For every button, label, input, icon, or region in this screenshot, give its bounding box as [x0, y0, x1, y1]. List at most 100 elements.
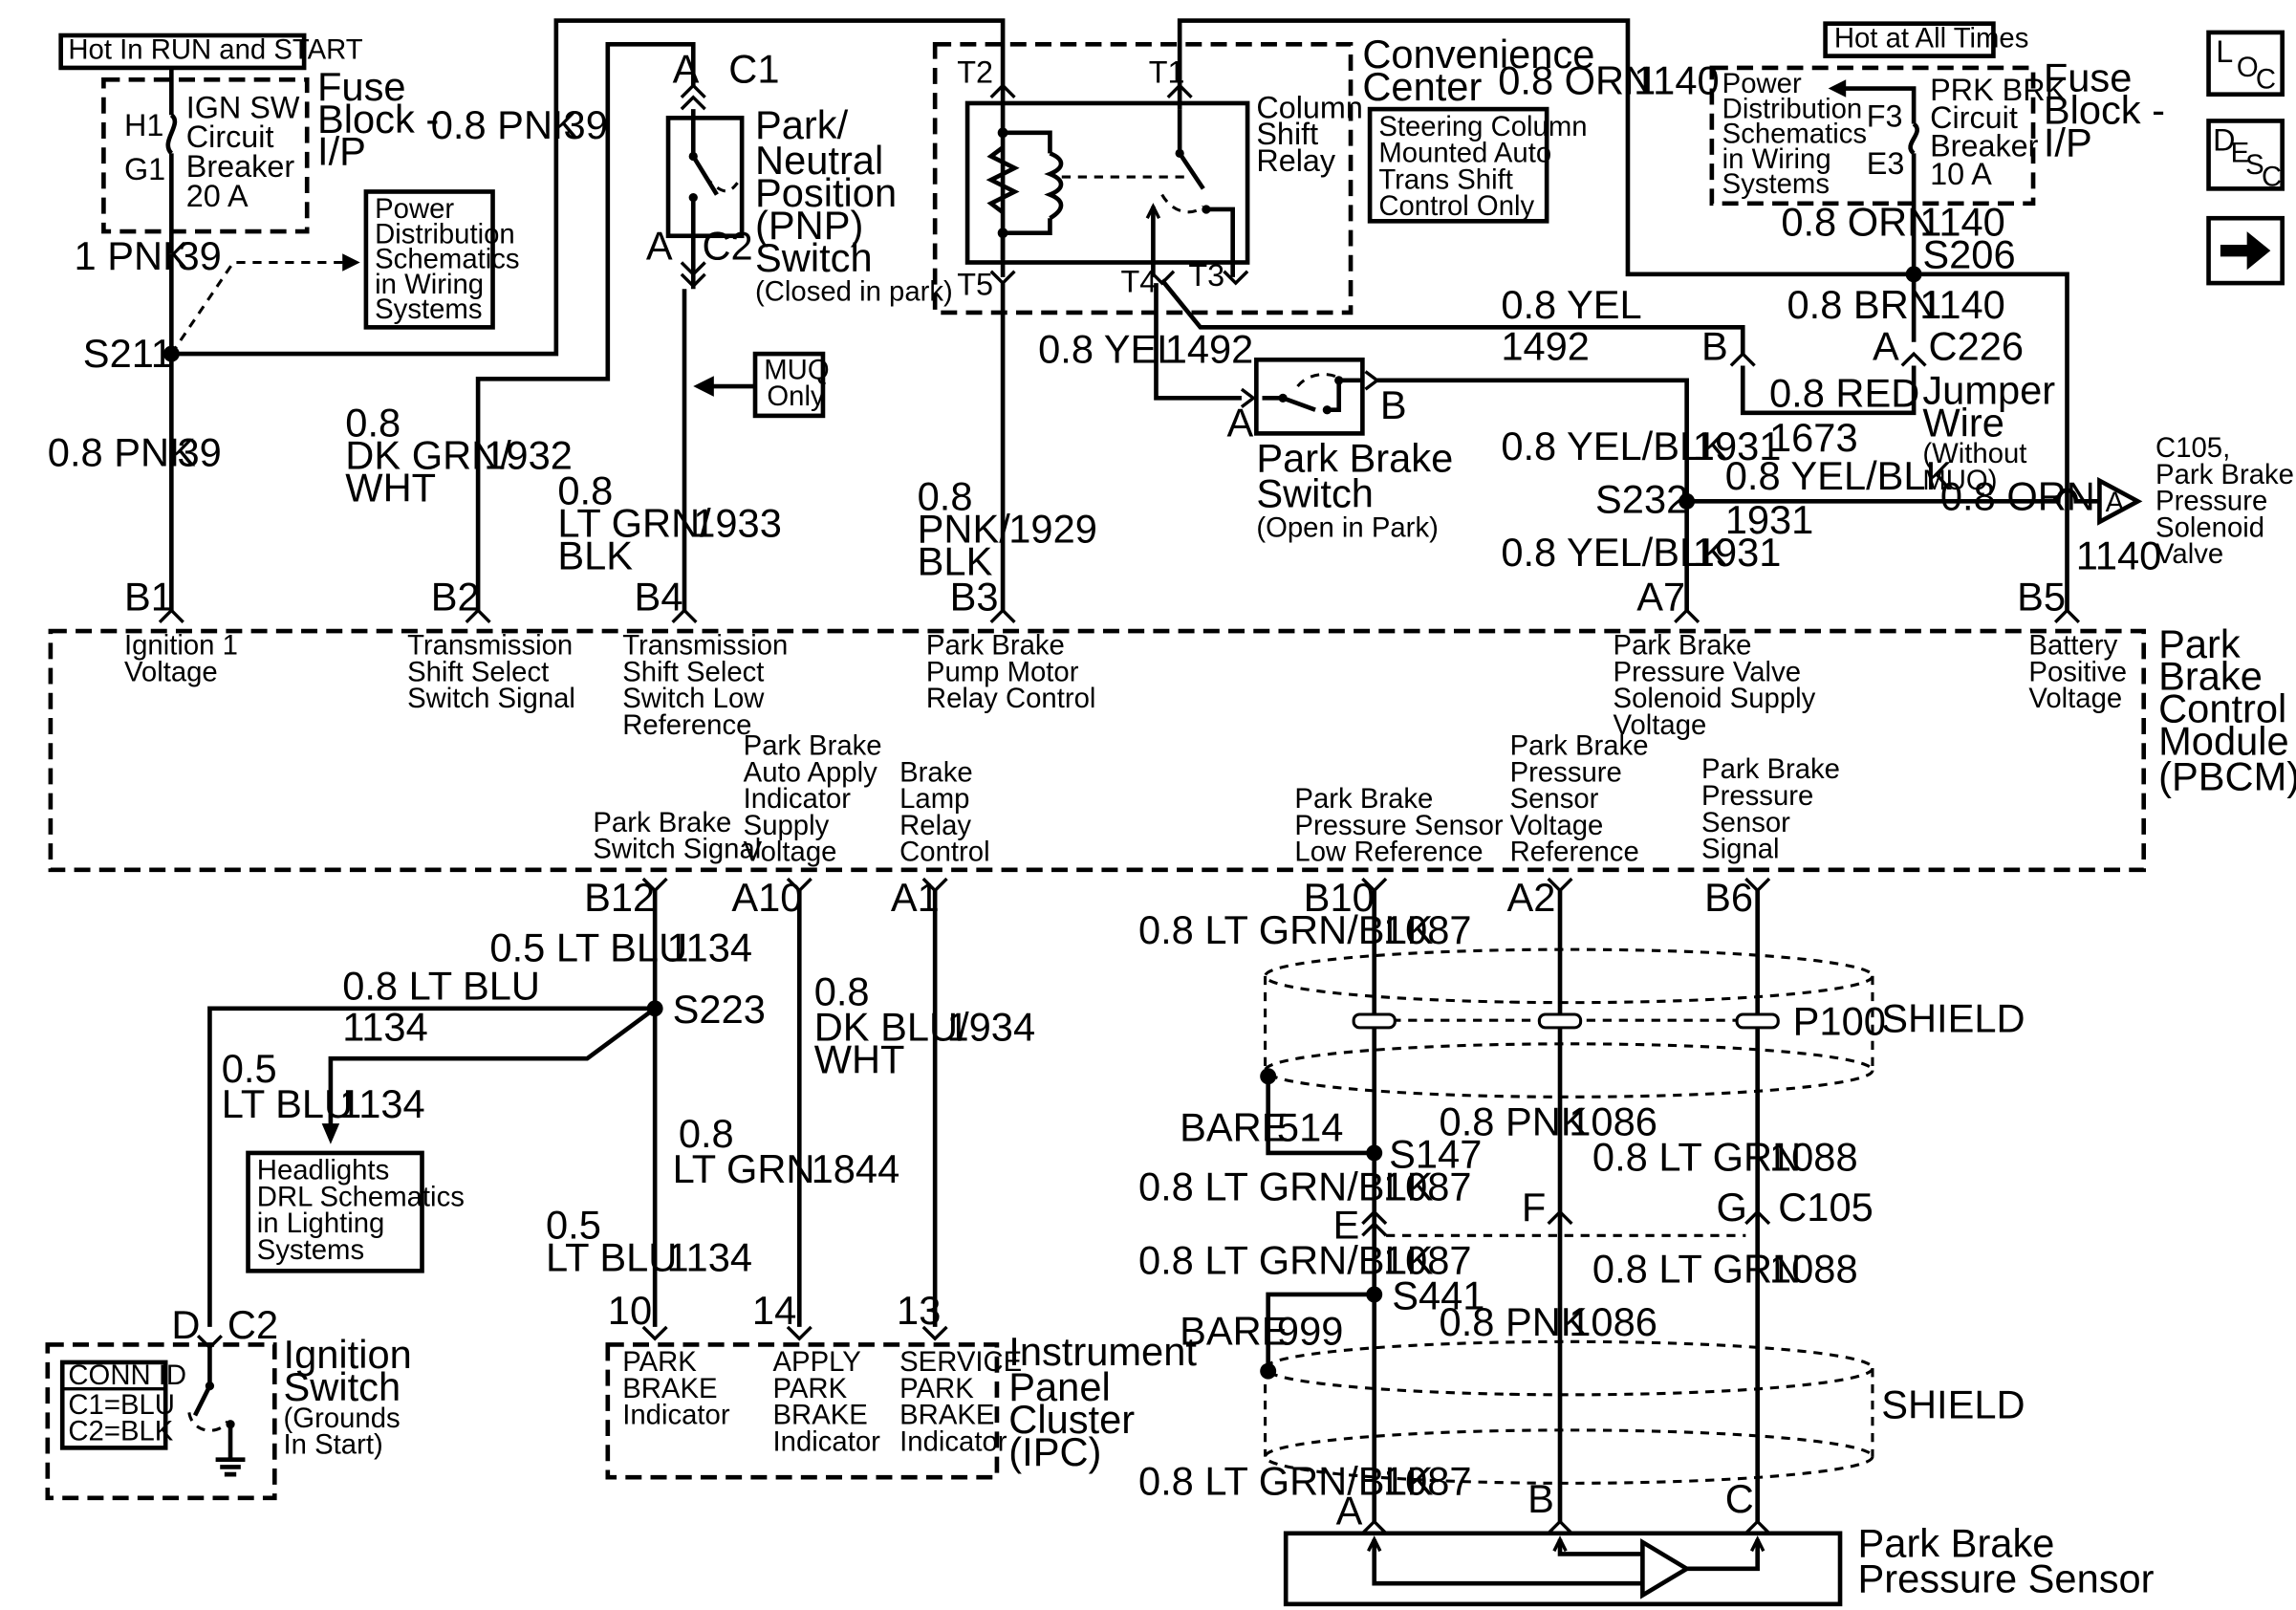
ipc-pin-10: 10 — [608, 1288, 652, 1333]
wire-1844-color: LT GRN — [673, 1146, 815, 1191]
pin-b3-desc-3: Relay Control — [926, 683, 1095, 714]
pnp-title-2: Neutral — [755, 138, 883, 183]
steering-note-1: Steering Column — [1378, 111, 1587, 142]
ipc-ind-service-2: PARK — [899, 1373, 974, 1404]
wire-1086-b-color: 0.8 PNK — [1440, 1299, 1588, 1344]
pin-b5-desc-2: Positive — [2028, 656, 2127, 687]
ign-c2: C2 — [227, 1302, 278, 1347]
pbs-title-1: Park Brake — [1256, 435, 1453, 480]
hot-all-times-label: Hot at All Times — [1834, 22, 2029, 54]
conn-id-box — [59, 1360, 168, 1450]
c105-ref-5: Valve — [2155, 538, 2223, 570]
nav-desc-button[interactable]: D E S C — [2206, 119, 2285, 192]
wire-1492 — [1159, 278, 1745, 355]
pin-a10-desc-3: Indicator — [744, 783, 852, 815]
ipc-ind-service-1: SERVICE — [899, 1346, 1022, 1378]
wire-1932-color-2: WHT — [345, 465, 436, 510]
pin-a1-desc-1: Brake — [899, 756, 973, 788]
desc-letter-s: S — [2245, 149, 2264, 181]
splice-s232-label: S232 — [1595, 477, 1688, 522]
c105-connectors — [1361, 1209, 1771, 1237]
pnp-pin-a-bot: A — [646, 223, 673, 268]
wire-1931-a-num: 1931 — [1693, 424, 1782, 468]
pbcm-title-5: (PBCM) — [2158, 754, 2296, 799]
pnp-title-3: Position — [755, 170, 897, 215]
steering-note-box — [1367, 106, 1549, 224]
wire-39-mid-num: 39 — [178, 429, 222, 474]
wire-999-num: 999 — [1277, 1308, 1343, 1353]
pbcm-pin-b2: B2 — [431, 574, 480, 619]
ign-switch-contact — [192, 1347, 233, 1460]
power-dist-right-3: Schematics — [1722, 119, 1867, 150]
right-arrow-icon — [2220, 231, 2271, 271]
pin-a7-desc-4: Voltage — [1614, 709, 1707, 741]
wire-1140-mid-color: 0.8 ORN — [1781, 200, 1936, 245]
wire-1934-size: 0.8 — [814, 969, 870, 1014]
pbcm-title-1: Park — [2158, 621, 2241, 666]
pbcm-pin-b5: B5 — [2017, 574, 2066, 619]
power-dist-left-5: Systems — [375, 294, 482, 325]
pnp-title-1: Park/ — [755, 102, 849, 147]
pnp-title-4: (PNP) — [755, 203, 863, 248]
nav-next-button[interactable] — [2206, 215, 2285, 286]
pbs-linkage — [1296, 373, 1343, 388]
convenience-center-box — [932, 41, 1354, 315]
steering-note-3: Trans Shift — [1378, 163, 1513, 195]
wire-1087-d-num: 1087 — [1383, 1459, 1472, 1504]
pbcm-pin-b10: B10 — [1304, 875, 1375, 920]
wire-1134-to-headlights — [328, 1006, 657, 1136]
c105-triangle-label: A — [2106, 487, 2125, 518]
splice-s147 — [1366, 1144, 1383, 1162]
headlights-4: Systems — [257, 1234, 364, 1266]
c226-pin-a: A — [1873, 323, 1899, 368]
wire-1933-num: 1933 — [693, 500, 782, 545]
wire-1492-b-color: 0.8 YEL — [1038, 326, 1179, 371]
pin-a10-desc-2: Auto Apply — [744, 756, 877, 788]
hot-run-start-label: Hot In RUN and START — [68, 34, 362, 66]
headlights-2: DRL Schematics — [257, 1181, 465, 1212]
pin-b6-desc-4: Signal — [1701, 834, 1779, 865]
convenience-center-title-1: Convenience — [1362, 32, 1594, 76]
wire-1932-color-1: DK GRN/ — [345, 432, 511, 477]
wire-1932 — [475, 41, 696, 611]
hot-all-times-box — [1823, 21, 1996, 58]
wire-39-to-convenience — [171, 18, 1006, 357]
fuse-block-right-title-3: I/P — [2044, 120, 2092, 164]
pnp-closed-note: (Closed in park) — [755, 276, 953, 308]
pbcm-pin-b12: B12 — [584, 875, 655, 920]
c105-label: C105 — [1778, 1185, 1874, 1229]
wire-1134-a-color: 0.5 LT BLU — [489, 925, 687, 969]
f3-label: F3 — [1867, 99, 1903, 134]
relay-title-1: Column — [1256, 90, 1363, 124]
wire-1929-num: 1929 — [1008, 507, 1097, 552]
sensor-title-1: Park Brake — [1858, 1520, 2055, 1565]
wire-1929-color-1: PNK/ — [918, 507, 1011, 552]
pnp-connector-c2 — [680, 261, 706, 289]
pbcm-top-pin-connectors — [158, 608, 2081, 623]
relay-coil — [1044, 151, 1064, 221]
convenience-center-title-2: Center — [1362, 64, 1482, 109]
ground-icon — [215, 1457, 246, 1477]
c105-pin-e: E — [1333, 1202, 1360, 1247]
ipc-ind-park-3: Indicator — [622, 1400, 730, 1431]
steering-note-2: Mounted Auto — [1378, 138, 1551, 169]
c105-ref-4: Solenoid — [2155, 511, 2264, 543]
pbcm-pin-b3: B3 — [950, 574, 999, 619]
headlights-1: Headlights — [257, 1155, 389, 1186]
wire-1932-size: 0.8 — [345, 400, 401, 445]
fuse-block-left-title-1: Fuse — [317, 64, 406, 109]
muq-only-2: Only — [767, 381, 825, 412]
wire-1492-a-num: 1492 — [1501, 323, 1590, 368]
pin-a1-desc-2: Lamp — [899, 783, 969, 815]
sensor-amplifier-icon — [1640, 1537, 1692, 1599]
nav-loc-button[interactable]: L O C — [2206, 30, 2285, 98]
ipc-pin-connectors — [641, 1325, 948, 1341]
pbs-pin-b: B — [1380, 382, 1407, 427]
relay-t3: T3 — [1188, 258, 1224, 293]
relay-title-3: Relay — [1256, 143, 1336, 178]
wire-1134-b-color: 0.8 LT BLU — [342, 964, 540, 1009]
jumper-title-2: Wire — [1922, 400, 2004, 445]
wire-1931-b-num: 1931 — [1725, 497, 1814, 542]
ign-sw-breaker-1: IGN SW — [186, 90, 300, 124]
wire-39-1pnk-num: 39 — [178, 233, 222, 278]
